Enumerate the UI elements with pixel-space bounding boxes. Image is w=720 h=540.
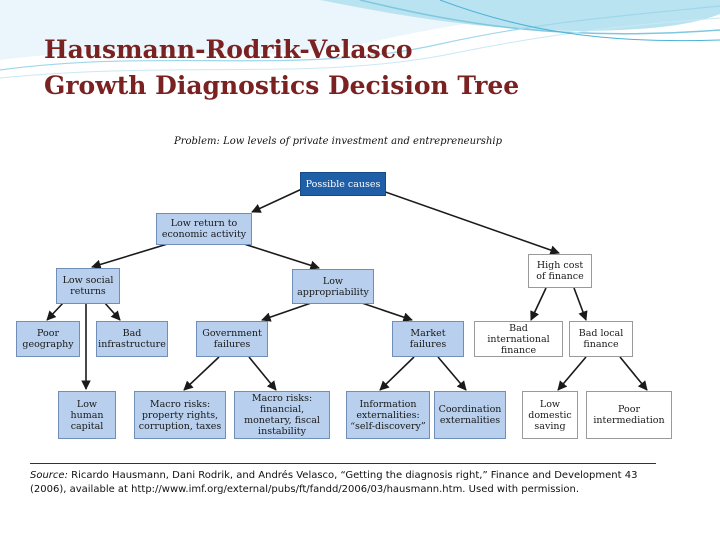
node-possible-causes: Possible causes xyxy=(300,172,386,196)
edge-government-failures-to-macro-risks-financial xyxy=(248,356,277,391)
tree-connectors xyxy=(46,187,648,391)
node-macro-risks-property-rights: Macro risks: property rights, corruption… xyxy=(134,391,226,439)
node-low-return-to-economic-activity: Low return to economic activity xyxy=(156,213,252,245)
node-poor-geography: Poor geography xyxy=(16,321,80,357)
source-label: Source: xyxy=(30,470,68,481)
edge-possible-causes-to-low-return xyxy=(251,187,305,213)
edge-low-appropriability-to-market-failures xyxy=(358,301,413,322)
edge-government-failures-to-macro-risks-property xyxy=(183,356,220,391)
node-bad-international-finance: Bad international finance xyxy=(474,321,563,357)
edge-possible-causes-to-high-cost-finance xyxy=(373,187,560,255)
problem-statement: Problem: Low levels of private investmen… xyxy=(174,136,502,147)
edge-high-cost-finance-to-bad-international-finance xyxy=(530,287,547,321)
edge-low-return-to-low-social-returns xyxy=(91,241,175,270)
node-information-externalities: Information externalities: “self-discove… xyxy=(346,391,430,439)
edge-low-social-returns-to-poor-geography xyxy=(46,301,65,321)
node-low-domestic-saving: Low domestic saving xyxy=(522,391,578,439)
slide-title: Hausmann-Rodrik-Velasco Growth Diagnosti… xyxy=(44,32,519,104)
node-low-human-capital: Low human capital xyxy=(58,391,116,439)
edge-market-failures-to-coordination-externalities xyxy=(437,356,467,391)
decision-tree-figure: Problem: Low levels of private investmen… xyxy=(14,128,672,500)
slide-title-line-1: Hausmann-Rodrik-Velasco xyxy=(44,35,413,64)
node-coordination-externalities: Coordination externalities xyxy=(434,391,506,439)
node-bad-local-finance: Bad local finance xyxy=(569,321,633,357)
slide-title-line-2: Growth Diagnostics Decision Tree xyxy=(44,71,520,100)
edge-low-return-to-low-appropriability xyxy=(243,243,320,270)
edge-low-social-returns-to-bad-infrastructure xyxy=(103,301,121,321)
node-poor-intermediation: Poor intermediation xyxy=(586,391,672,439)
edge-bad-local-finance-to-low-domestic-saving xyxy=(557,356,587,391)
source-text: Ricardo Hausmann, Dani Rodrik, and André… xyxy=(30,470,638,495)
source-divider xyxy=(30,463,656,464)
node-government-failures: Government failures xyxy=(196,321,268,357)
decorative-wave-header xyxy=(0,0,720,79)
node-high-cost-of-finance: High cost of finance xyxy=(528,254,592,288)
source-note: Source: Ricardo Hausmann, Dani Rodrik, a… xyxy=(30,469,666,497)
node-low-social-returns: Low social returns xyxy=(56,268,120,304)
edge-high-cost-finance-to-bad-local-finance xyxy=(573,287,588,321)
node-macro-risks-financial: Macro risks: financial, monetary, fiscal… xyxy=(234,391,330,439)
node-bad-infrastructure: Bad infrastructure xyxy=(96,321,168,357)
node-low-appropriability: Low appropriability xyxy=(292,269,374,304)
node-market-failures: Market failures xyxy=(392,321,464,357)
edge-low-appropriability-to-government-failures xyxy=(261,301,315,322)
edge-bad-local-finance-to-poor-intermediation xyxy=(619,356,648,391)
edge-market-failures-to-information-externalities xyxy=(379,356,415,391)
